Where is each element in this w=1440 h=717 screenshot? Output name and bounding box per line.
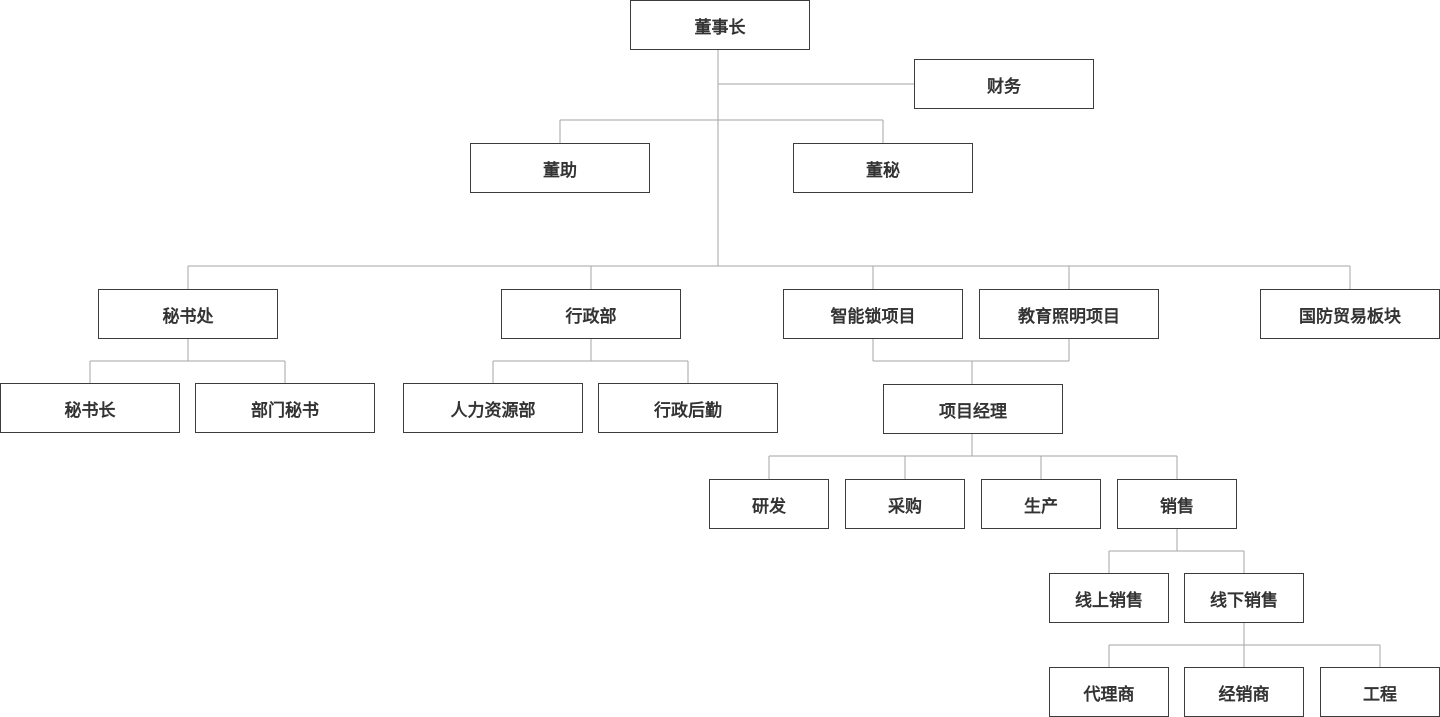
node-online-sales: 线上销售 (1049, 573, 1169, 623)
node-offline-sales: 线下销售 (1184, 573, 1304, 623)
node-agent: 代理商 (1049, 667, 1169, 717)
node-board-assistant: 董助 (470, 143, 650, 193)
node-dept-secretary: 部门秘书 (195, 383, 375, 433)
node-hr-dept: 人力资源部 (403, 383, 583, 433)
node-smart-lock-project: 智能锁项目 (783, 289, 963, 339)
node-production: 生产 (981, 479, 1101, 529)
node-education-lighting-project: 教育照明项目 (979, 289, 1159, 339)
node-distributor: 经销商 (1184, 667, 1304, 717)
node-board-secretary: 董秘 (793, 143, 973, 193)
node-defense-trade: 国防贸易板块 (1260, 289, 1440, 339)
node-admin-logistics: 行政后勤 (598, 383, 778, 433)
node-secretary-general: 秘书长 (0, 383, 180, 433)
node-finance: 财务 (914, 59, 1094, 109)
node-engineering: 工程 (1320, 667, 1440, 717)
node-rnd: 研发 (709, 479, 829, 529)
node-chairman: 董事长 (630, 0, 810, 50)
node-sales: 销售 (1117, 479, 1237, 529)
node-project-manager: 项目经理 (883, 384, 1063, 434)
node-procurement: 采购 (845, 479, 965, 529)
node-secretariat: 秘书处 (98, 289, 278, 339)
node-admin-dept: 行政部 (501, 289, 681, 339)
